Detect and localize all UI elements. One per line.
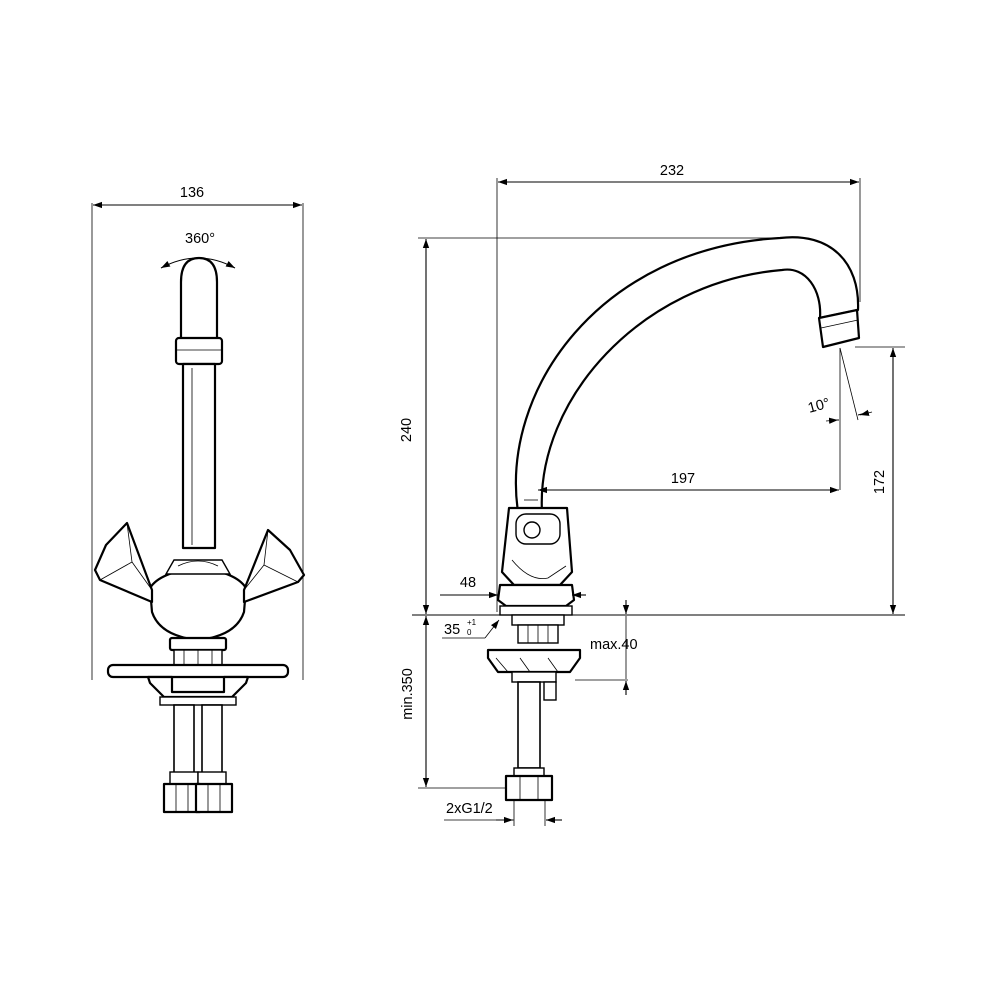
side-mounting-flange — [486, 648, 582, 674]
spout-projection-label: 197 — [671, 471, 695, 487]
outlet-angle-arc — [830, 412, 867, 421]
rotation-label: 360° — [185, 231, 215, 247]
base-hole-tolerance-upper: +1 — [467, 618, 477, 627]
max-thickness-label: max.40 — [590, 637, 638, 653]
base-diameter-label: 48 — [460, 575, 476, 591]
front-spout-top — [179, 256, 219, 342]
min-hose-length-label: min.350 — [400, 668, 416, 720]
front-spout-column — [181, 362, 217, 550]
front-view: 136 360° — [91, 185, 306, 814]
front-hose-right — [201, 704, 223, 778]
base-hole-tolerance-lower: 0 — [467, 628, 472, 637]
front-spout-aerator — [174, 336, 224, 366]
front-mounting-bracket — [146, 675, 250, 699]
front-valve-body — [148, 566, 248, 642]
side-aerator — [817, 308, 861, 349]
side-view: 232 240 197 10° 172 48 35 +1 0 max.40 — [399, 163, 905, 826]
outlet-height-label: 172 — [872, 470, 888, 494]
front-width-label: 136 — [180, 185, 204, 201]
side-nut — [504, 774, 554, 802]
front-nut-right — [194, 782, 234, 814]
base-hole-label: 35 — [444, 622, 460, 638]
front-hose-left — [173, 704, 195, 778]
total-height-label: 240 — [399, 418, 415, 442]
front-handle-right — [242, 528, 306, 604]
side-hose — [517, 681, 541, 769]
front-base-ring — [168, 636, 228, 652]
side-base — [496, 583, 576, 608]
front-mounting-plate — [106, 663, 290, 679]
spout-reach-label: 232 — [660, 163, 684, 179]
connection-label: 2xG1/2 — [446, 801, 493, 817]
outlet-angle-label: 10° — [806, 396, 831, 417]
front-handle-left — [93, 521, 154, 604]
front-nut-left — [162, 782, 202, 814]
